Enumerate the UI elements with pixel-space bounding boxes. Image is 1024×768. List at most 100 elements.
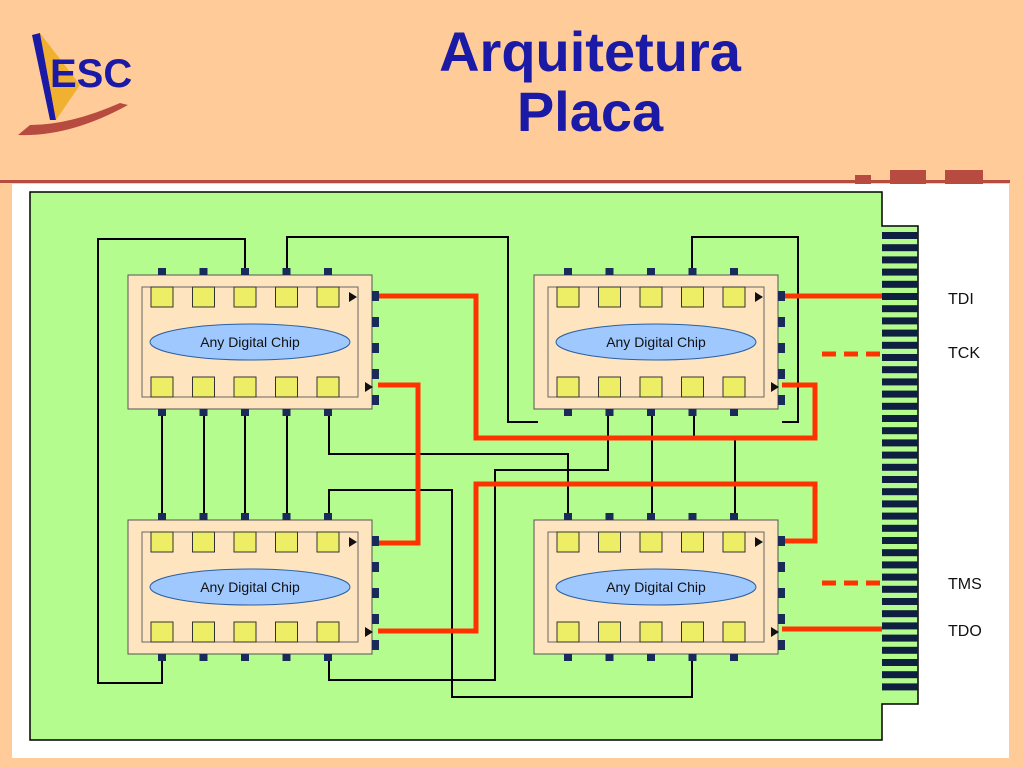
boundary-cell: [722, 621, 746, 643]
tdo-arrow: [365, 627, 373, 637]
boundary-cell: [639, 376, 663, 398]
chip-pin: [605, 268, 614, 275]
chip-pin: [372, 369, 379, 379]
chip-pin: [778, 395, 785, 405]
boundary-cell: [275, 286, 298, 308]
boundary-cell: [275, 621, 298, 643]
chip-pin: [324, 409, 332, 416]
boundary-cell: [192, 286, 215, 308]
chip-label: Any Digital Chip: [606, 579, 706, 595]
chip-label: Any Digital Chip: [200, 579, 300, 595]
connector-finger: [882, 524, 918, 532]
chip-pin: [778, 536, 785, 546]
chip-pin: [372, 343, 379, 353]
connector-finger: [882, 451, 918, 459]
boundary-cell: [150, 376, 174, 398]
chip-pin: [372, 317, 379, 327]
chip-bottom-left: Any Digital Chip: [127, 513, 379, 661]
boundary-cell: [681, 286, 704, 308]
chip-label-bg: [149, 568, 351, 606]
boundary-cell: [275, 531, 298, 553]
connector-finger: [882, 415, 918, 422]
boundary-cell: [556, 286, 580, 308]
connector-finger: [882, 500, 918, 508]
chip-pin: [688, 654, 697, 661]
chip-pin: [564, 654, 572, 661]
chip-pin: [158, 409, 166, 416]
esc-logo: ESC: [18, 33, 132, 136]
chip-pin: [241, 268, 249, 275]
boundary-cell: [556, 621, 580, 643]
connector-finger: [882, 378, 918, 386]
boundary-cell: [275, 376, 298, 398]
connector-finger: [882, 354, 918, 361]
boundary-cell: [233, 376, 257, 398]
chip-pin: [199, 268, 208, 275]
chip-pin: [324, 268, 332, 275]
logo-swoosh: [18, 103, 128, 136]
page-title: Arquitetura Placa: [380, 22, 800, 142]
chip-pin: [241, 409, 249, 416]
chip-pin: [778, 640, 785, 650]
connector-finger: [882, 305, 918, 313]
boundary-cell: [316, 531, 340, 553]
boundary-cell: [233, 286, 257, 308]
boundary-cell: [681, 376, 704, 398]
chip-pin: [372, 562, 379, 572]
chip-pin: [372, 640, 379, 650]
boundary-cell: [150, 621, 174, 643]
connector-finger: [882, 537, 918, 544]
chip-pin: [282, 513, 291, 520]
chip-pin: [564, 268, 572, 275]
chip-label: Any Digital Chip: [200, 334, 300, 350]
connector-finger: [882, 390, 918, 398]
boundary-cell: [556, 376, 580, 398]
chip-pin: [688, 268, 697, 275]
chip-pin: [282, 409, 291, 416]
boundary-cell: [556, 531, 580, 553]
chip-pin: [282, 268, 291, 275]
boundary-cell: [598, 286, 621, 308]
chip-pin: [372, 291, 379, 301]
tdi-arrow: [755, 292, 763, 302]
boundary-cell: [639, 286, 663, 308]
connector-finger: [882, 317, 918, 325]
connector-finger: [882, 439, 918, 447]
boundary-cell: [150, 531, 174, 553]
chip-pin: [158, 268, 166, 275]
boundary-cell: [681, 531, 704, 553]
connector-finger: [882, 573, 918, 581]
tdi-arrow: [349, 537, 357, 547]
chip-pin: [605, 654, 614, 661]
chip-pin: [564, 409, 572, 416]
chip-pin: [199, 654, 208, 661]
connector-finger: [882, 280, 918, 288]
chip-pin: [372, 536, 379, 546]
boundary-cell: [316, 286, 340, 308]
connector-finger: [882, 256, 918, 264]
boundary-cell: [316, 376, 340, 398]
connector-finger: [882, 268, 918, 276]
chip-pin: [730, 268, 738, 275]
jtag-chain: [378, 293, 882, 634]
chip-pin: [324, 513, 332, 520]
tdo-arrow: [365, 382, 373, 392]
connector-finger: [882, 329, 918, 337]
chip-pin: [730, 409, 738, 416]
boundary-cell: [316, 621, 340, 643]
logo-text: ESC: [50, 52, 132, 96]
boundary-cell: [233, 621, 257, 643]
connector-finger: [882, 671, 918, 679]
tdo-arrow: [771, 627, 779, 637]
logo-sail: [40, 33, 80, 120]
connector-finger: [882, 488, 918, 496]
chip-top-left: Any Digital Chip: [127, 268, 379, 416]
boundary-cell: [598, 621, 621, 643]
connector-finger: [882, 427, 918, 435]
chip-pin: [778, 588, 785, 598]
boundary-cell: [150, 286, 174, 308]
tdo-label: TDO: [948, 623, 982, 640]
tdi-label: TDI: [948, 291, 974, 308]
connector-finger: [882, 512, 918, 520]
